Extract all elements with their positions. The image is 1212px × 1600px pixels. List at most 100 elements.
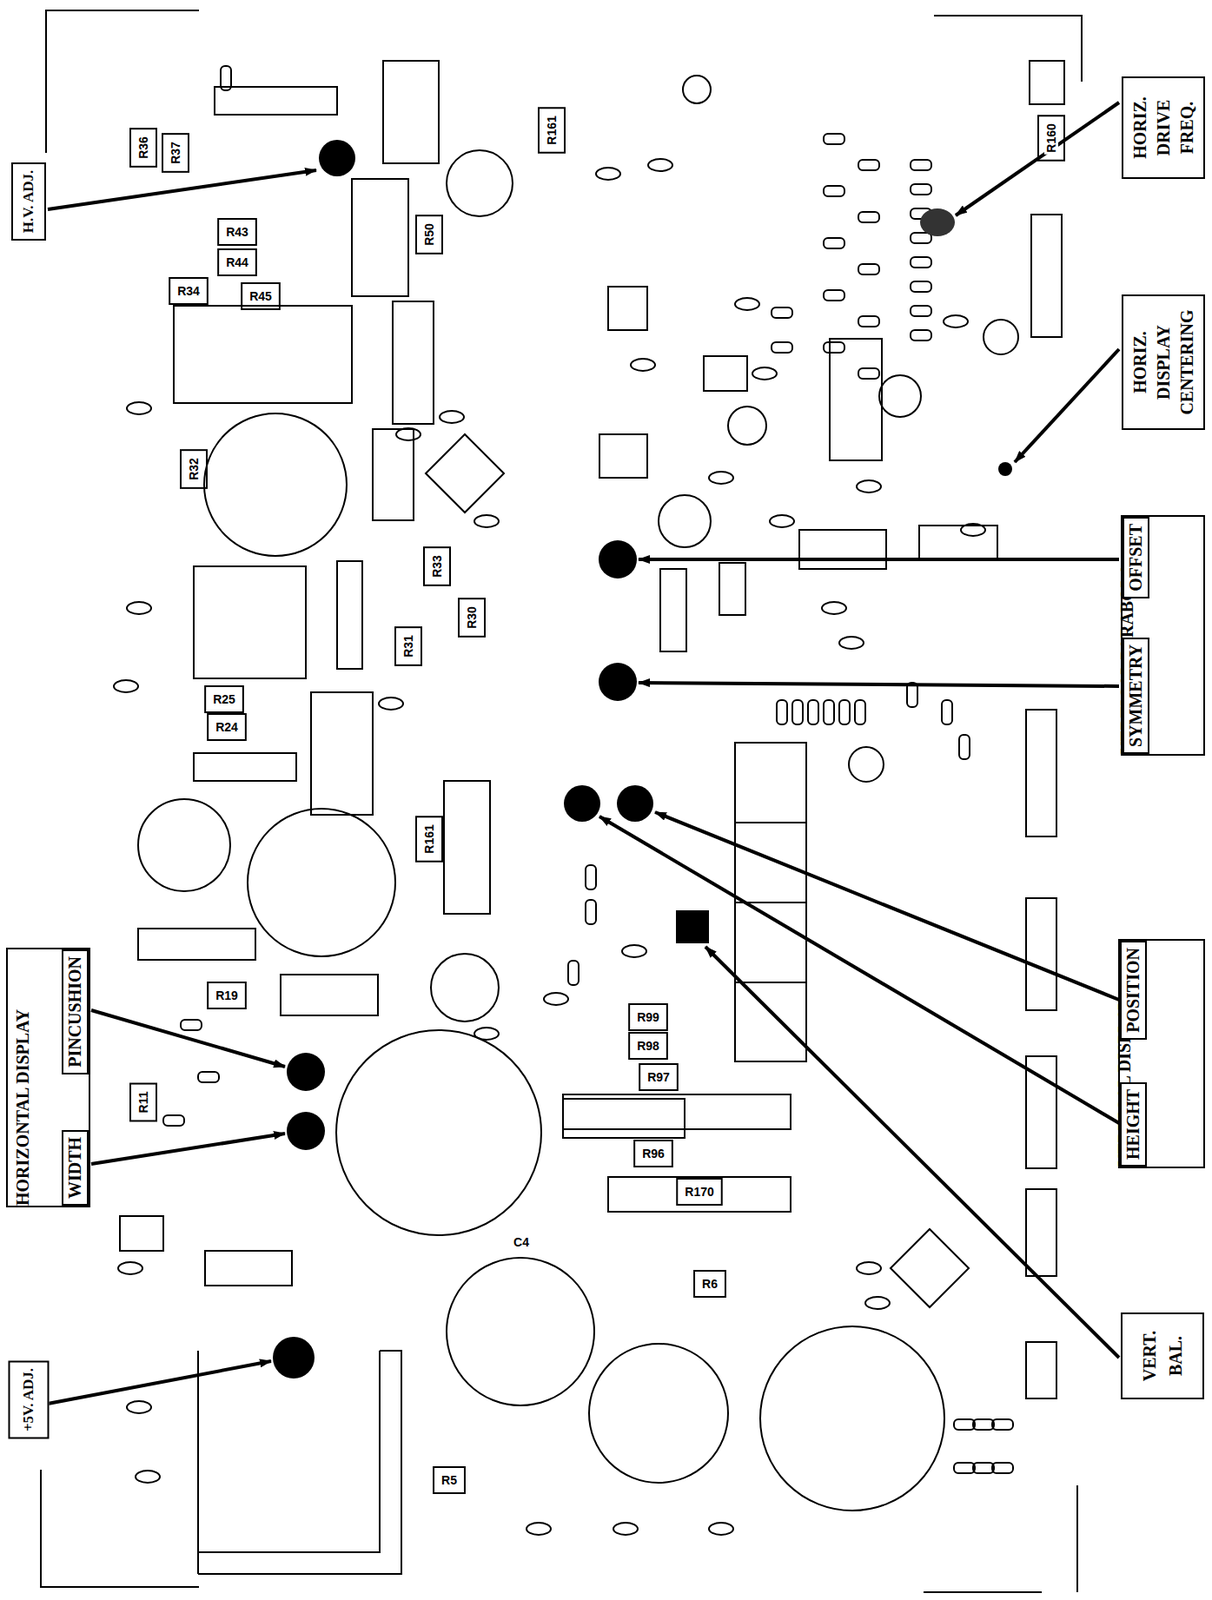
- component-body: [218, 218, 257, 246]
- component-outline: [113, 680, 139, 693]
- component-body: [608, 286, 648, 331]
- part-label: R24: [213, 720, 240, 735]
- component-outline: [760, 1326, 945, 1511]
- component-body: [130, 1084, 157, 1122]
- component-outline: [622, 945, 647, 958]
- component-body: [910, 330, 932, 341]
- component-body: [214, 86, 338, 115]
- component-body: [823, 133, 845, 145]
- leader-arrow: [47, 1361, 272, 1405]
- component-body: [538, 107, 565, 153]
- leader-arrow: [599, 816, 1120, 1124]
- component-body: [585, 900, 597, 925]
- board-outline: [425, 434, 504, 513]
- component-body: [433, 1467, 465, 1494]
- callout-text: HORIZ. DRIVE FREQ.: [1128, 81, 1199, 174]
- component-body: [443, 781, 491, 914]
- part-label: R98: [635, 1039, 662, 1054]
- part-label: R36: [136, 134, 151, 161]
- leader-arrow: [91, 1133, 285, 1165]
- component-outline: [648, 158, 673, 172]
- component-outline: [204, 413, 347, 557]
- component-outline: [318, 139, 356, 177]
- pcb-group: [113, 66, 1014, 1536]
- part-label: R33: [430, 553, 444, 580]
- component-body: [337, 561, 363, 669]
- component-outline: [247, 808, 396, 957]
- leader-arrow: [955, 102, 1120, 216]
- board-outline: [933, 15, 1082, 82]
- component-outline: [856, 1262, 881, 1275]
- board-outline: [890, 1229, 969, 1308]
- component-body: [771, 307, 793, 318]
- callout-text: OFFSET: [1125, 523, 1146, 592]
- component-body: [162, 133, 189, 173]
- component-outline: [613, 1523, 638, 1536]
- part-label: R11: [136, 1090, 151, 1116]
- part-label: R31: [401, 633, 416, 660]
- component-body: [629, 1004, 668, 1031]
- component-body: [959, 735, 970, 760]
- part-label: R34: [175, 284, 202, 299]
- component-body: [608, 1177, 791, 1212]
- component-outline: [138, 799, 231, 892]
- component-body: [854, 700, 866, 725]
- component-body: [858, 264, 880, 275]
- component-outline: [848, 747, 884, 782]
- part-label: R99: [635, 1010, 662, 1025]
- component-body: [992, 1419, 1014, 1431]
- pcb-group: [272, 139, 1013, 1379]
- leader-arrow: [91, 1010, 285, 1067]
- component-body: [241, 283, 280, 310]
- component-body: [568, 960, 579, 986]
- component-body: [392, 301, 434, 424]
- component-body: [1026, 1342, 1057, 1399]
- component-body: [169, 278, 208, 305]
- component-outline: [446, 150, 513, 217]
- component-body: [173, 305, 352, 404]
- callout-group: VERTICAL PARABOLASYMMETRYOFFSET: [1120, 515, 1206, 756]
- callout-box: HORIZ. DRIVE FREQ.: [1121, 76, 1206, 179]
- callout-text: +5V. ADJ.: [19, 1365, 38, 1434]
- component-outline: [960, 523, 986, 537]
- component-body: [351, 178, 409, 297]
- component-body: [1026, 1189, 1057, 1277]
- component-outline: [983, 319, 1019, 355]
- pcb-group: [130, 107, 1065, 1494]
- component-label: C4: [511, 1235, 531, 1250]
- component-outline: [879, 375, 921, 418]
- callout-text: HEIGHT: [1123, 1089, 1143, 1160]
- component-body: [839, 700, 850, 725]
- component-body: [858, 211, 880, 223]
- component-body: [423, 547, 451, 586]
- component-outline: [118, 1262, 143, 1275]
- component-body: [675, 910, 709, 944]
- component-outline: [336, 1030, 542, 1236]
- component-body: [808, 700, 819, 725]
- callout-text: WIDTH: [65, 1136, 85, 1199]
- component-outline: [126, 1401, 152, 1414]
- component-body: [992, 1463, 1014, 1474]
- part-label: R161: [544, 113, 559, 146]
- part-label: R170: [682, 1185, 716, 1199]
- part-label: R96: [640, 1146, 667, 1161]
- component-outline: [752, 367, 777, 380]
- part-label: R30: [464, 604, 479, 631]
- callout-text: POSITION: [1123, 947, 1143, 1034]
- component-outline: [446, 1258, 595, 1406]
- board-outline: [198, 1351, 300, 1575]
- component-body: [776, 700, 788, 725]
- component-body: [910, 281, 932, 292]
- component-outline: [543, 993, 569, 1006]
- component-body: [676, 1178, 722, 1206]
- leader-arrow: [638, 682, 1120, 687]
- component-outline: [474, 515, 499, 528]
- part-label: R161: [422, 822, 437, 855]
- component-body: [180, 1019, 202, 1031]
- callout-box: POSITION: [1119, 940, 1147, 1040]
- component-outline: [616, 785, 654, 822]
- part-label: R43: [224, 225, 251, 239]
- part-label: R32: [186, 456, 201, 483]
- component-body: [858, 368, 880, 379]
